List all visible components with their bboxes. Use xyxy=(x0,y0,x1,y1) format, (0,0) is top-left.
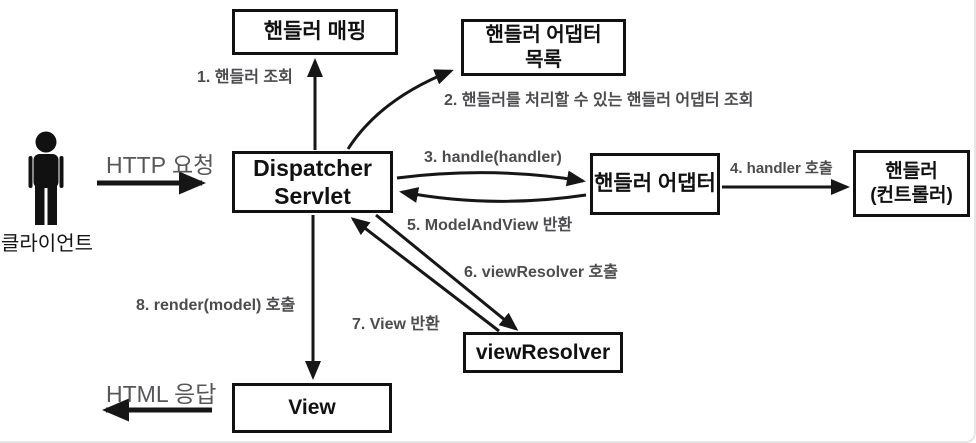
box-view: View xyxy=(232,383,392,433)
box-view-resolver: viewResolver xyxy=(463,332,623,373)
label-html-response: HTML 응답 xyxy=(106,381,217,407)
label-client: 클라이언트 xyxy=(1,233,93,255)
label-step3: 3. handle(handler) xyxy=(424,149,562,166)
arrow-step2-adapter-lookup xyxy=(346,69,454,150)
box-handler-mapping: 핸들러 매핑 xyxy=(232,9,398,55)
label-step5: 5. ModelAndView 반환 xyxy=(407,217,573,234)
arrow-step3-handle xyxy=(396,170,586,187)
arrow-step7-view-return xyxy=(350,217,500,333)
box-handler-adapter-list: 핸들러 어댑터 목록 xyxy=(461,19,626,76)
label-http-request: HTTP 요청 xyxy=(106,152,215,178)
arrow-step5-modelandview-return xyxy=(399,187,587,203)
label-step4: 4. handler 호출 xyxy=(730,160,833,177)
box-handler-controller: 핸들러 (컨트롤러) xyxy=(853,150,970,217)
client-person-icon xyxy=(28,131,64,225)
box-dispatcher-servlet: Dispatcher Servlet xyxy=(232,151,393,213)
label-step6: 6. viewResolver 호출 xyxy=(464,264,618,281)
label-step1: 1. 핸들러 조회 xyxy=(197,69,293,86)
box-handler-adapter: 핸들러 어댑터 xyxy=(590,153,720,215)
label-step2: 2. 핸들러를 처리할 수 있는 핸들러 어댑터 조회 xyxy=(444,92,754,109)
arrow-step6-viewresolver-call xyxy=(375,213,519,331)
label-step8: 8. render(model) 호출 xyxy=(136,297,296,314)
label-step7: 7. View 반환 xyxy=(352,316,440,333)
